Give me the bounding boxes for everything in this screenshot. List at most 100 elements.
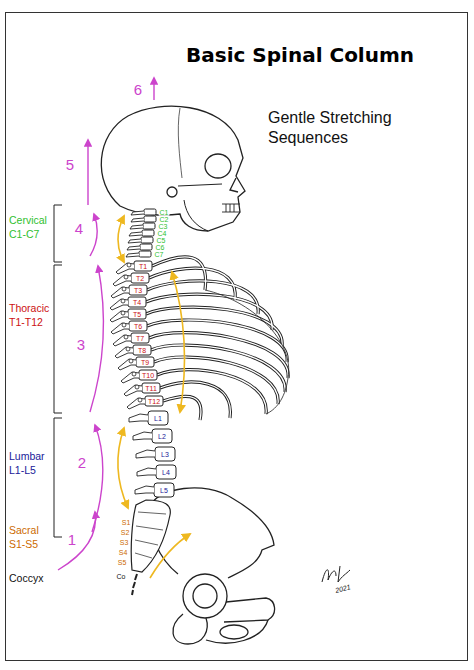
sequence-arrow bbox=[58, 512, 96, 570]
vertebral-column bbox=[118, 357, 154, 370]
vertebral-column bbox=[127, 396, 163, 409]
vertebral-column bbox=[129, 230, 154, 236]
vertebra-label: C2 bbox=[159, 216, 170, 223]
vertebra-label: C1 bbox=[159, 209, 170, 216]
region-bracket bbox=[54, 418, 62, 537]
vertebra-label: T4 bbox=[132, 299, 142, 306]
skull bbox=[178, 108, 182, 178]
region-label: Cervical C1-C7 bbox=[9, 214, 47, 241]
skull bbox=[101, 106, 245, 231]
vertebra-label: C3 bbox=[158, 223, 169, 230]
sacrum bbox=[132, 574, 137, 595]
vertebral-column bbox=[133, 429, 172, 443]
sequence-arrow bbox=[90, 266, 103, 412]
sacrum bbox=[135, 512, 166, 558]
stretch-arrow bbox=[172, 272, 185, 412]
skull bbox=[101, 106, 245, 231]
vertebra-label: C5 bbox=[156, 237, 167, 244]
vertebral-column bbox=[110, 309, 146, 322]
skull bbox=[167, 187, 177, 197]
vertebra-label: L1 bbox=[153, 415, 163, 422]
vertebral-column bbox=[113, 333, 149, 346]
vertebra-label: Co bbox=[116, 573, 127, 580]
vertebral-column bbox=[136, 447, 175, 461]
rib-cage bbox=[146, 257, 288, 420]
sequence-arrow bbox=[58, 78, 154, 570]
vertebra-label: C7 bbox=[154, 251, 165, 258]
skull bbox=[184, 200, 208, 231]
vertebra-label: L2 bbox=[157, 433, 167, 440]
vertebra-label: S3 bbox=[119, 539, 130, 546]
vertebra-label: T2 bbox=[135, 275, 145, 282]
signature-scribble bbox=[322, 566, 350, 582]
stretch-arrow bbox=[118, 428, 128, 508]
rib-cage bbox=[146, 257, 289, 420]
pelvis bbox=[150, 488, 274, 578]
callout-number: 1 bbox=[68, 531, 76, 548]
frame-border bbox=[6, 13, 468, 661]
vertebral-column bbox=[113, 273, 149, 286]
vertebra-label: S2 bbox=[120, 529, 131, 536]
skull bbox=[178, 184, 222, 186]
vertebral-column bbox=[116, 261, 152, 274]
subtitle: Gentle Stretching Sequences bbox=[268, 108, 443, 148]
skull bbox=[230, 178, 238, 192]
sacrum bbox=[131, 500, 170, 572]
skull bbox=[205, 154, 231, 178]
sacrum bbox=[131, 500, 170, 595]
vertebra-label: T5 bbox=[132, 311, 142, 318]
callout-number: 6 bbox=[134, 81, 142, 98]
sequence-arrow bbox=[153, 78, 154, 100]
vertebral-column bbox=[131, 209, 156, 215]
region-label: Sacral S1-S5 bbox=[9, 524, 39, 551]
vertebral-column bbox=[137, 465, 176, 479]
skull bbox=[222, 204, 240, 212]
vertebral-column bbox=[126, 251, 151, 257]
stretch-arrow bbox=[118, 216, 124, 262]
pelvis bbox=[193, 584, 217, 608]
vertebral-column bbox=[129, 411, 168, 425]
pelvis bbox=[220, 625, 248, 639]
rib-cage bbox=[205, 290, 289, 414]
vertebral-column bbox=[111, 321, 147, 334]
signature-year: 2021 bbox=[334, 583, 351, 595]
vertebra-label: T12 bbox=[147, 398, 161, 405]
vertebra-label: S4 bbox=[118, 549, 129, 556]
callout-number: 2 bbox=[78, 454, 86, 471]
vertebra-label: L3 bbox=[160, 451, 170, 458]
vertebral-column bbox=[121, 370, 157, 383]
vertebral-column bbox=[110, 209, 176, 497]
vertebra-label: L4 bbox=[161, 469, 171, 476]
callout-number: 5 bbox=[66, 156, 74, 173]
region-label: Coccyx bbox=[9, 572, 43, 586]
vertebra-label: T3 bbox=[133, 287, 143, 294]
vertebra-label: T8 bbox=[137, 347, 147, 354]
vertebra-label: C6 bbox=[155, 244, 166, 251]
vertebra-label: S5 bbox=[117, 559, 128, 566]
vertebra-label: T9 bbox=[140, 359, 150, 366]
vertebra-label: L5 bbox=[159, 487, 169, 494]
region-bracket bbox=[54, 265, 62, 413]
vertebral-column bbox=[127, 244, 152, 250]
vertebra-label: T7 bbox=[135, 335, 145, 342]
stretch-arrow bbox=[150, 534, 190, 578]
sequence-arrow bbox=[92, 425, 103, 532]
vertebral-column bbox=[128, 237, 153, 243]
callout-number: 4 bbox=[75, 220, 83, 237]
vertebral-column bbox=[111, 285, 147, 298]
sequence-arrow bbox=[87, 140, 88, 205]
region-bracket bbox=[54, 205, 62, 262]
pelvis bbox=[206, 620, 268, 643]
region-label: Lumbar L1-L5 bbox=[9, 450, 45, 477]
vertebra-label: C4 bbox=[157, 230, 168, 237]
vertebral-column bbox=[110, 297, 146, 310]
vertebral-column bbox=[124, 383, 160, 396]
callout-number: 3 bbox=[77, 336, 85, 353]
vertebral-column bbox=[130, 223, 155, 229]
pelvis bbox=[183, 574, 227, 618]
vertebra-label: S1 bbox=[121, 519, 132, 526]
vertebra-label: T1 bbox=[138, 263, 148, 270]
sequence-arrow bbox=[90, 214, 97, 256]
